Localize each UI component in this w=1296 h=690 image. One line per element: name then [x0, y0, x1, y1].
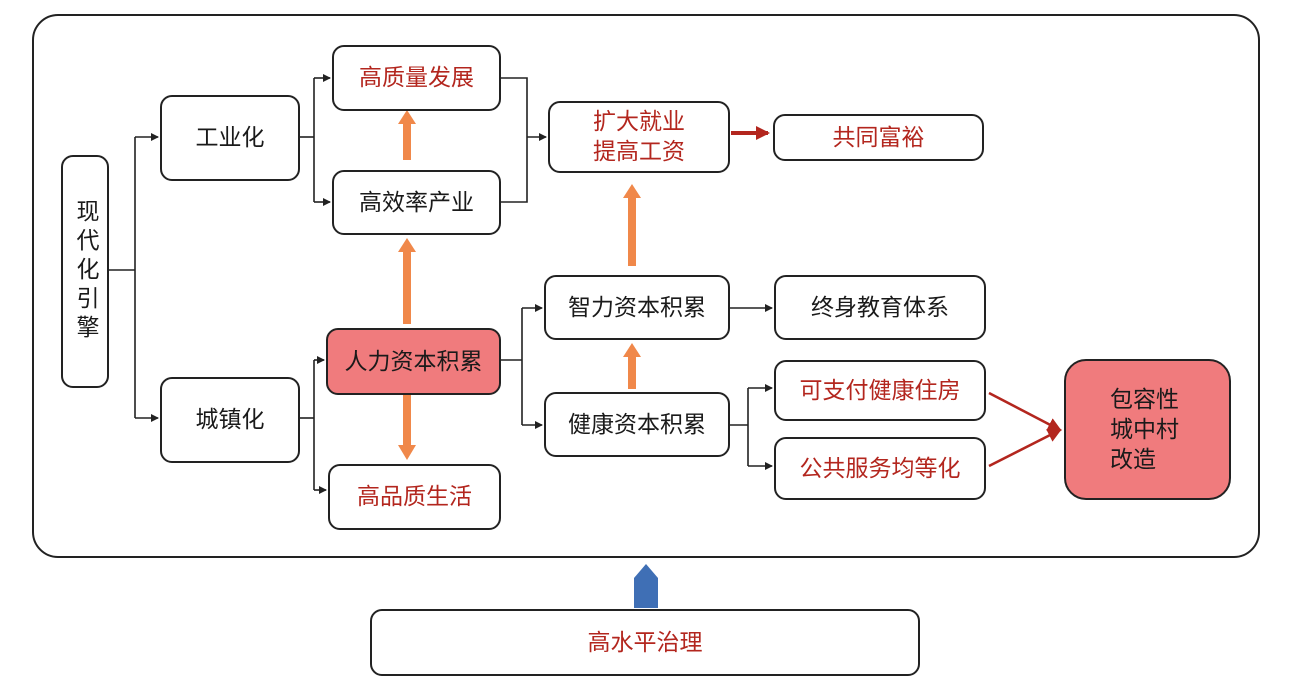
high-quality-life-box: 高品质生活 [328, 464, 501, 530]
high-level-governance-box: 高水平治理 [370, 609, 920, 676]
health-capital-box: 健康资本积累 [544, 392, 730, 457]
affordable-housing-box: 可支付健康住房 [774, 360, 986, 421]
industrialization-box: 工业化 [160, 95, 300, 181]
orange-arrow-efficiency-to-quality [398, 110, 416, 160]
urbanization-label: 城镇化 [195, 407, 265, 433]
public-services-box: 公共服务均等化 [774, 437, 986, 500]
orange-arrow-intellectual-to-employment [623, 184, 641, 266]
public-services-label: 公共服务均等化 [799, 455, 961, 482]
common-prosperity-label: 共同富裕 [832, 124, 925, 151]
orange-arrow-human-to-efficiency [398, 238, 416, 324]
human-capital-accumulation-box: 人力资本积累 [326, 328, 501, 395]
high-efficiency-industry-box: 高效率产业 [332, 170, 501, 235]
orange-arrow-human-to-life [398, 395, 416, 460]
common-prosperity-box: 共同富裕 [773, 114, 984, 161]
human-capital-accumulation-label: 人力资本积累 [344, 348, 483, 375]
intellectual-capital-box: 智力资本积累 [544, 275, 730, 340]
lifelong-education-label: 终身教育体系 [811, 294, 949, 321]
orange-arrow-health-to-intellectual [623, 343, 641, 389]
high-level-governance-label: 高水平治理 [587, 629, 703, 656]
lifelong-education-box: 终身教育体系 [774, 275, 986, 340]
modernization-engine-box: 现代化引擎 [61, 155, 109, 388]
inclusive-renovation-box: 包容性 城中村 改造 [1064, 359, 1231, 500]
modernization-engine-label: 现代化引擎 [72, 199, 98, 344]
affordable-housing-label: 可支付健康住房 [799, 377, 961, 404]
high-quality-life-label: 高品质生活 [357, 484, 472, 510]
high-efficiency-industry-label: 高效率产业 [359, 189, 474, 216]
high-quality-development-box: 高质量发展 [332, 45, 501, 111]
industrialization-label: 工业化 [195, 125, 265, 151]
main-frame [32, 14, 1260, 558]
employment-wages-label: 扩大就业 提高工资 [593, 109, 685, 165]
high-quality-development-label: 高质量发展 [359, 65, 474, 91]
urbanization-box: 城镇化 [160, 377, 300, 463]
health-capital-label: 健康资本积累 [568, 411, 706, 438]
inclusive-renovation-label: 包容性 城中村 改造 [1110, 386, 1179, 473]
red-arrow-housing-to-renovation [988, 391, 1062, 432]
intellectual-capital-label: 智力资本积累 [568, 294, 706, 321]
blue-arrow-governance [634, 564, 658, 608]
employment-wages-box: 扩大就业 提高工资 [548, 101, 730, 173]
red-arrow-services-to-renovation [988, 428, 1062, 468]
